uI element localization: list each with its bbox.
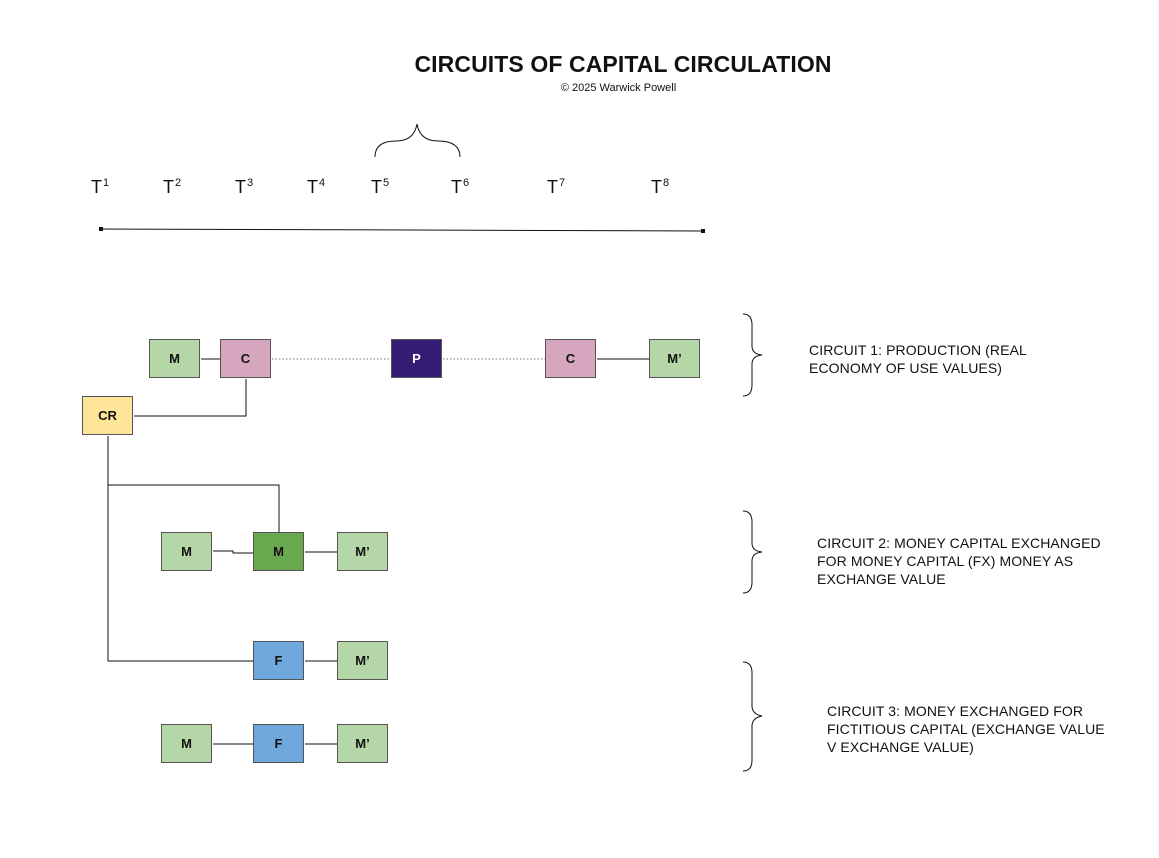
connector-cr-c3: [107, 436, 253, 662]
tick-t8: T8: [651, 177, 670, 197]
timeline-axis: [100, 228, 704, 232]
c2-money-prime-node: M’: [337, 532, 388, 571]
tick-t3: T3: [235, 177, 254, 197]
c1-commodity-node: C: [220, 339, 271, 378]
circuit-2-brace: [742, 510, 763, 594]
c1-production-node: P: [391, 339, 442, 378]
credit-node: CR: [82, 396, 133, 435]
tick-t6: T6: [451, 177, 470, 197]
c3-money-prime-node-top: M’: [337, 641, 388, 680]
diagram-title: CIRCUITS OF CAPITAL CIRCULATION: [414, 51, 832, 77]
c3-money-node: M: [161, 724, 212, 763]
tick-t2: T2: [163, 177, 182, 197]
timeline-start-marker: [99, 227, 103, 231]
c1-commodity-output-node: C: [545, 339, 596, 378]
circuit-1-label: CIRCUIT 1: PRODUCTION (REAL ECONOMY OF U…: [809, 342, 1027, 376]
c3-money-prime-node-bottom: M’: [337, 724, 388, 763]
tick-t5: T5: [371, 177, 390, 197]
c1-money-prime-node: M’: [649, 339, 700, 378]
tick-t1: T1: [91, 177, 110, 197]
connector-cr-c1: [134, 379, 247, 417]
circuit-1-brace: [742, 313, 763, 397]
c3-fictitious-node-top: F: [253, 641, 304, 680]
c2-money-exchange-node: M: [253, 532, 304, 571]
c2-money-node: M: [161, 532, 212, 571]
circuit-3-label: CIRCUIT 3: MONEY EXCHANGED FOR FICTITIOU…: [827, 703, 1105, 755]
connector-cr-c2: [108, 484, 280, 532]
c3-fictitious-node-bottom: F: [253, 724, 304, 763]
period-brace: [374, 123, 461, 158]
circuit-3-brace: [742, 661, 763, 772]
tick-t7: T7: [547, 177, 566, 197]
copyright-notice: © 2025 Warwick Powell: [560, 82, 677, 94]
c1-money-node: M: [149, 339, 200, 378]
circuit-2-label: CIRCUIT 2: MONEY CAPITAL EXCHANGED FOR M…: [817, 535, 1101, 587]
tick-t4: T4: [307, 177, 326, 197]
connector-c2-m-m: [213, 550, 253, 554]
timeline-end-marker: [701, 229, 705, 233]
